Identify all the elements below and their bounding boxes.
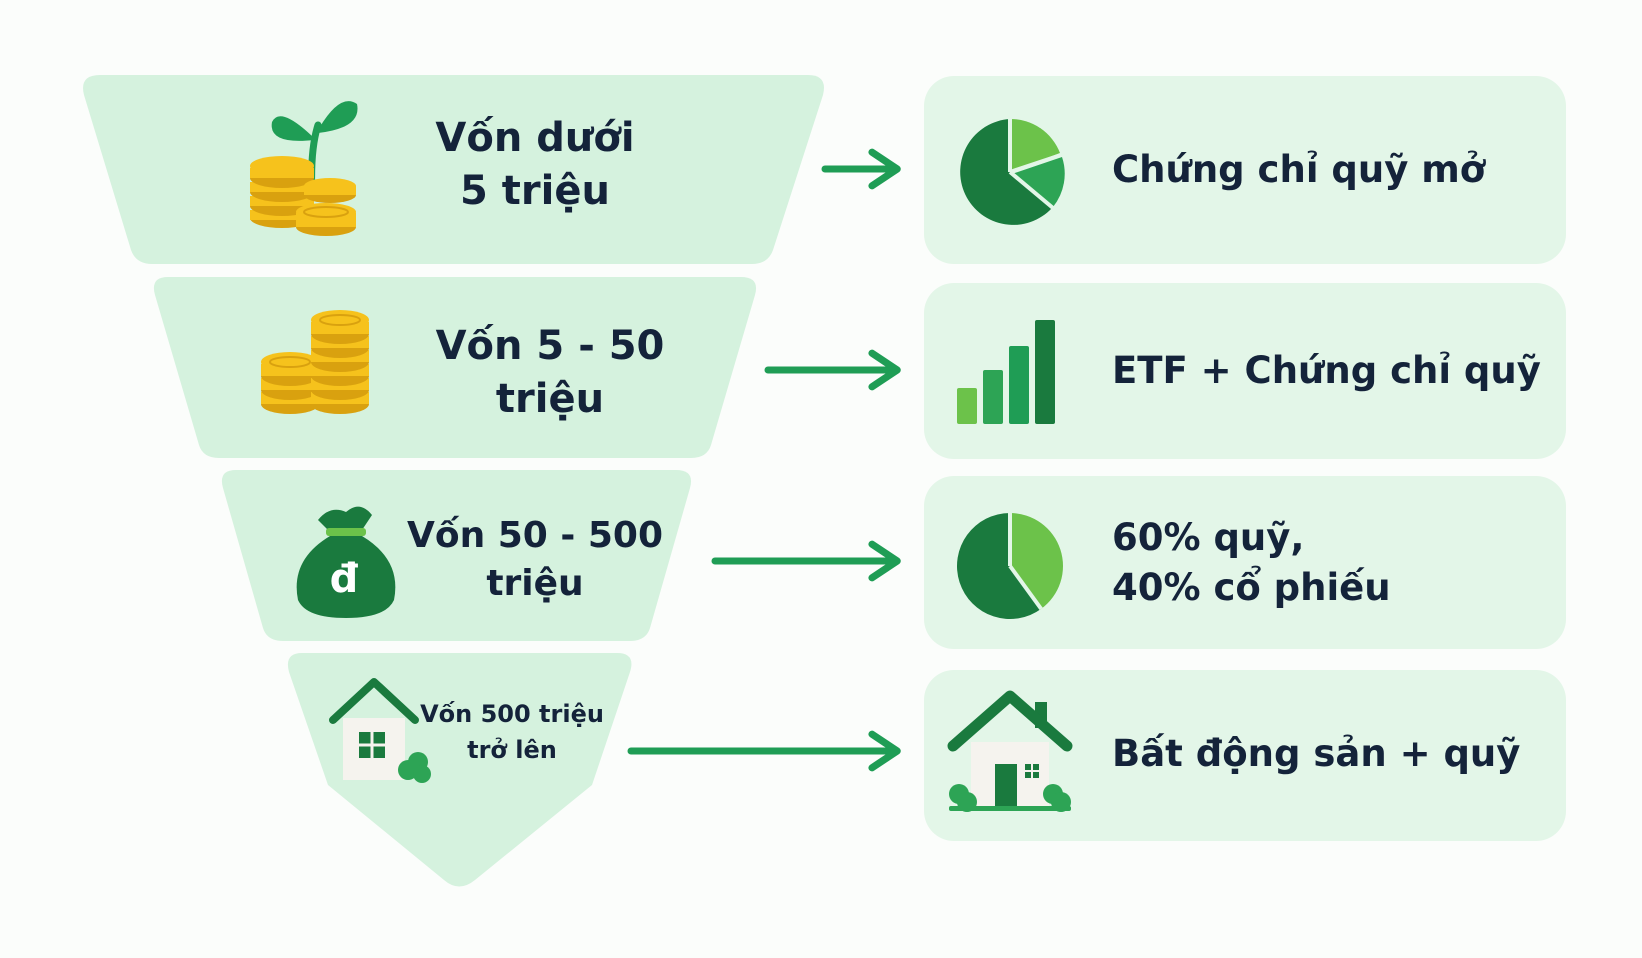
- tier-2-label-line-1: Vốn 5 - 50: [435, 323, 665, 369]
- small-house-icon: [329, 678, 431, 783]
- tier-2-label: Vốn 5 - 50 triệu: [400, 318, 700, 428]
- tier-4-label-line-1: Vốn 500 triệu: [420, 700, 604, 728]
- result-3-line-1: 60% quỹ,: [1112, 516, 1305, 559]
- tier-3-label-line-1: Vốn 50 - 500: [406, 515, 663, 556]
- seedling-coins-icon: [250, 101, 358, 236]
- house-icon: [947, 690, 1073, 812]
- pie-chart-two-slice-icon: [957, 513, 1063, 619]
- result-text-1: Chứng chỉ quỹ mở: [1112, 145, 1485, 195]
- tier-4-label-line-2: trở lên: [467, 736, 557, 764]
- tier-1-label-line-1: Vốn dưới: [435, 115, 635, 161]
- result-card-2: [924, 283, 1566, 459]
- result-text-4: Bất động sản + quỹ: [1112, 729, 1520, 779]
- result-4-line-1: Bất động sản + quỹ: [1112, 732, 1521, 775]
- tier-1-label-line-2: 5 triệu: [460, 168, 610, 214]
- result-text-3: 60% quỹ, 40% cổ phiếu: [1112, 513, 1391, 613]
- result-text-2: ETF + Chứng chỉ quỹ: [1112, 346, 1541, 396]
- tier-3-label: Vốn 50 - 500 triệu: [405, 510, 665, 610]
- tier-3-label-line-2: triệu: [486, 563, 584, 604]
- pie-slice-funds: [957, 513, 1042, 619]
- result-2-line-1: ETF + Chứng chỉ quỹ: [1112, 349, 1541, 392]
- result-1-line-1: Chứng chỉ quỹ mở: [1112, 148, 1486, 191]
- result-3-line-2: 40% cổ phiếu: [1112, 566, 1391, 609]
- funnel-tier-2-shape: [153, 277, 757, 458]
- tier-2-label-line-2: triệu: [495, 376, 605, 422]
- tier-1-label: Vốn dưới 5 triệu: [390, 110, 680, 220]
- pie-chart-three-slice-icon: [960, 118, 1065, 225]
- coin-stacks-icon: [261, 310, 369, 414]
- money-bag-symbol: đ: [330, 556, 359, 602]
- bar-chart-icon: [957, 320, 1055, 424]
- tier-4-label: Vốn 500 triệu trở lên: [420, 692, 604, 772]
- pie-slice-stocks: [1010, 513, 1063, 609]
- funnel-tier-4-shape: [287, 653, 632, 887]
- money-bag-icon: đ: [296, 506, 396, 618]
